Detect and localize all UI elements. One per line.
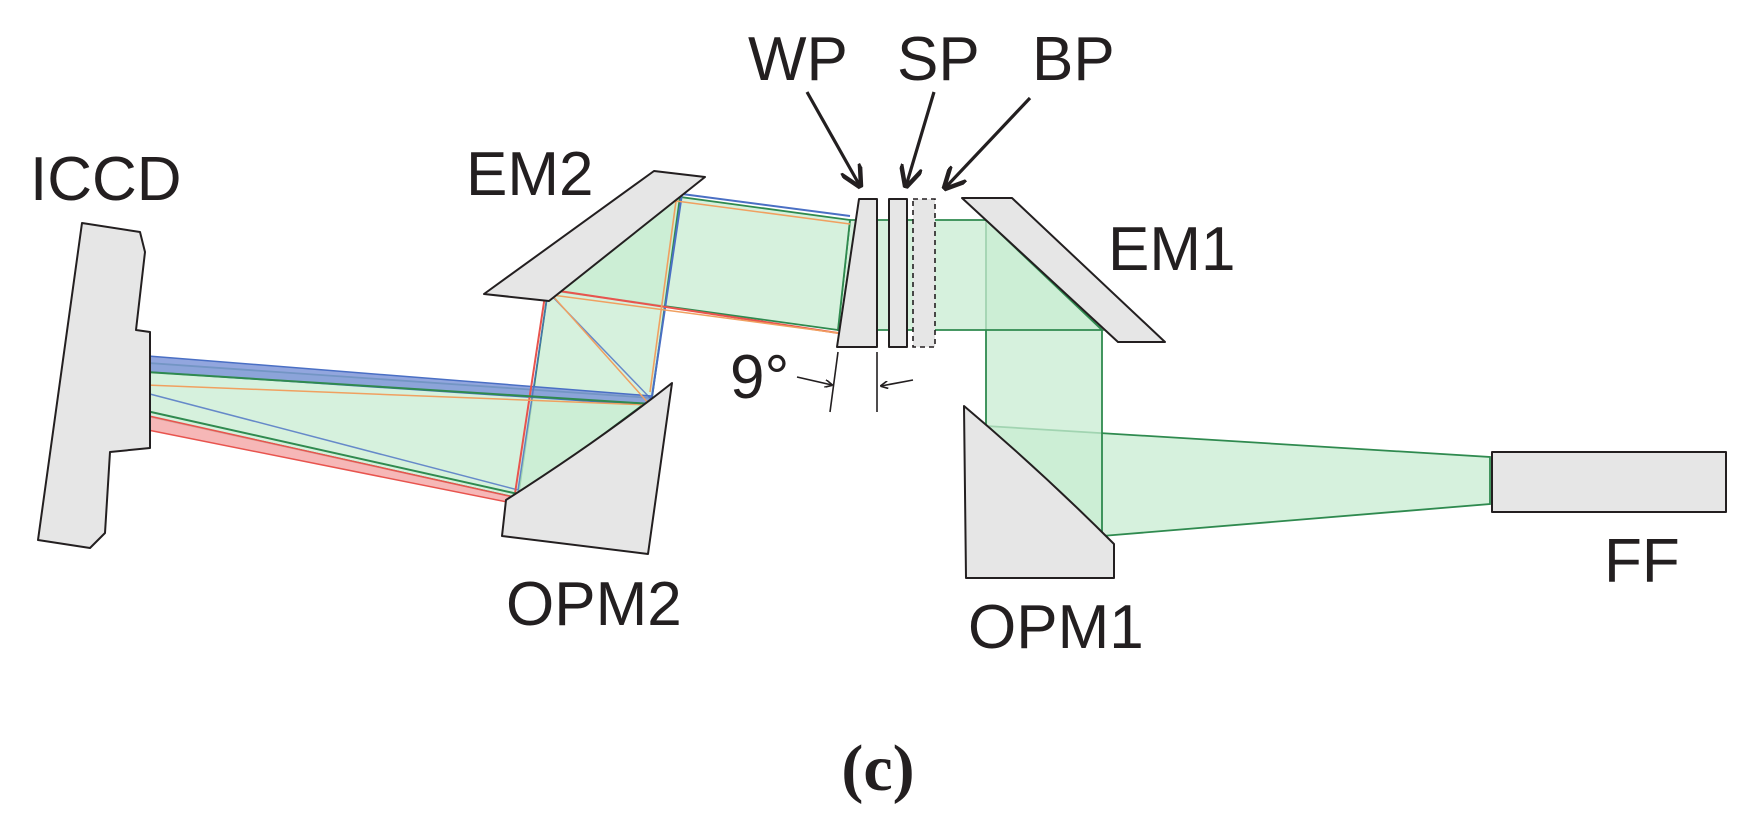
beam-paths xyxy=(137,192,1491,539)
green-ray-iccd xyxy=(145,371,653,405)
figure-caption: (c) xyxy=(841,732,914,805)
ff-source xyxy=(1491,451,1727,513)
opm2-label: OPM2 xyxy=(506,570,682,639)
opm1-label: OPM1 xyxy=(968,593,1144,662)
wp-arrow xyxy=(805,91,860,186)
sp-arrow xyxy=(906,91,936,186)
wp-label: WP xyxy=(748,25,848,94)
em2-label: EM2 xyxy=(466,140,593,209)
opm1-mirror xyxy=(963,405,1115,579)
green-ray-iccd-low xyxy=(141,409,519,495)
wp-filter xyxy=(836,198,878,348)
orange-ray-lower xyxy=(145,293,839,406)
bp-filter xyxy=(912,198,936,348)
em2-mirror xyxy=(483,170,706,302)
ff-label: FF xyxy=(1604,527,1680,596)
iccd-label: ICCD xyxy=(30,145,182,214)
angle-arrow-right xyxy=(881,379,914,386)
angle-arrow-left xyxy=(796,376,832,385)
em1-mirror xyxy=(961,197,1166,343)
angle-label: 9° xyxy=(730,343,789,412)
sp-label: SP xyxy=(897,25,980,94)
iccd-camera xyxy=(37,222,151,549)
label-arrows xyxy=(805,91,1032,188)
angle-indicator xyxy=(796,351,914,413)
bp-label: BP xyxy=(1032,25,1115,94)
angle-line-tilted xyxy=(829,351,839,413)
sp-filter xyxy=(888,198,908,348)
opm2-mirror xyxy=(501,382,673,555)
blue-ray-lower xyxy=(145,290,653,491)
em1-label: EM1 xyxy=(1108,215,1235,284)
bp-arrow xyxy=(945,96,1032,188)
